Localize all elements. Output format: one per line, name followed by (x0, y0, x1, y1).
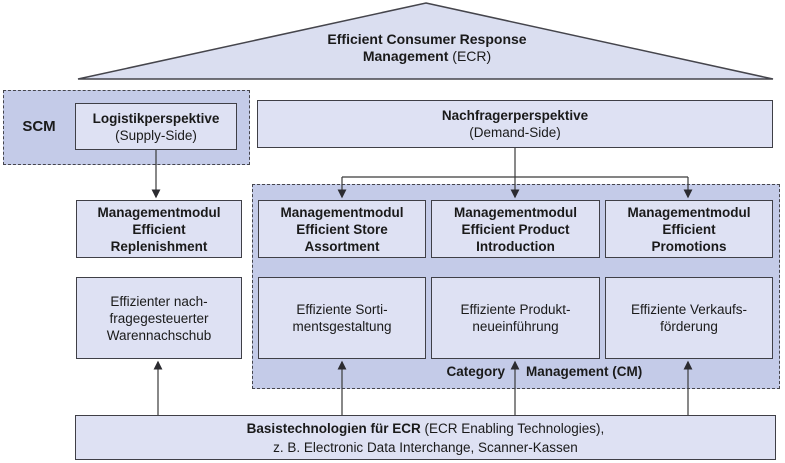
scm-label: SCM (22, 118, 56, 135)
supply-side-title: Logistikperspektive (92, 110, 220, 126)
cm-label-category: Category (446, 364, 505, 379)
module-line: Managementmodul (453, 204, 577, 220)
cm-label-management: Management (CM) (526, 364, 643, 379)
outcome-line: Effiziente Produkt- (460, 302, 571, 317)
module-line: Efficient (132, 221, 186, 237)
module-efficient-replenishment: Managementmodul Efficient Replenishment (76, 200, 242, 258)
outcome-line: Warennachschub (106, 327, 212, 343)
base-tech-title: Basistechnologien für ECR (246, 420, 421, 436)
roof-title-line2-rest: (ECR) (448, 47, 492, 64)
demand-side-box: Nachfragerperspektive (Demand-Side) (257, 100, 773, 148)
module-line: Assortment (304, 238, 380, 254)
module-line: Efficient (662, 221, 716, 237)
outcome-produktneueinfuehrung: Effiziente Produkt- neueinführung (431, 277, 600, 359)
demand-side-subtitle: (Demand-Side) (469, 125, 561, 140)
module-efficient-store-assortment: Managementmodul Efficient Store Assortme… (258, 200, 426, 258)
outcome-line: Effiziente Verkaufs- (630, 302, 748, 317)
module-line: Managementmodul (97, 204, 221, 220)
roof-title: Efficient Consumer Response Management (… (226, 31, 628, 64)
base-tech-title-rest: (ECR Enabling Technologies), (420, 420, 605, 436)
outcome-line: mentsgestaltung (292, 319, 392, 334)
outcome-line: Effizienter nach- (110, 293, 208, 309)
outcome-warennachschub: Effizienter nach- fragegesteuerter Waren… (76, 277, 242, 359)
module-line: Managementmodul (280, 204, 404, 220)
outcome-line: fragegesteuerter (109, 310, 209, 326)
outcome-verkaufsfoerderung: Effiziente Verkaufs- förderung (605, 277, 773, 359)
demand-side-title: Nachfragerperspektive (441, 108, 589, 123)
module-efficient-promotions: Managementmodul Efficient Promotions (605, 200, 773, 258)
outcome-line: neueinführung (472, 319, 559, 334)
supply-side-box: Logistikperspektive (Supply-Side) (75, 103, 237, 150)
module-line: Efficient Store (296, 221, 388, 237)
module-line: Promotions (651, 238, 727, 254)
roof-title-line1: Efficient Consumer Response (327, 31, 527, 47)
base-technologies-box: Basistechnologien für ECR (ECR Enabling … (75, 415, 776, 460)
module-efficient-product-introduction: Managementmodul Efficient Product Introd… (431, 200, 600, 258)
base-tech-examples: z. B. Electronic Data Interchange, Scann… (273, 439, 578, 455)
outcome-line: Effiziente Sorti- (296, 302, 388, 317)
module-line: Efficient Product (461, 221, 570, 237)
module-line: Managementmodul (627, 204, 751, 220)
module-line: Replenishment (110, 238, 208, 254)
supply-side-subtitle: (Supply-Side) (115, 127, 197, 143)
outcome-line: förderung (660, 319, 718, 334)
module-line: Introduction (476, 238, 555, 254)
outcome-sortimentsgestaltung: Effiziente Sorti- mentsgestaltung (258, 277, 426, 359)
roof-title-line2-bold: Management (362, 47, 449, 64)
